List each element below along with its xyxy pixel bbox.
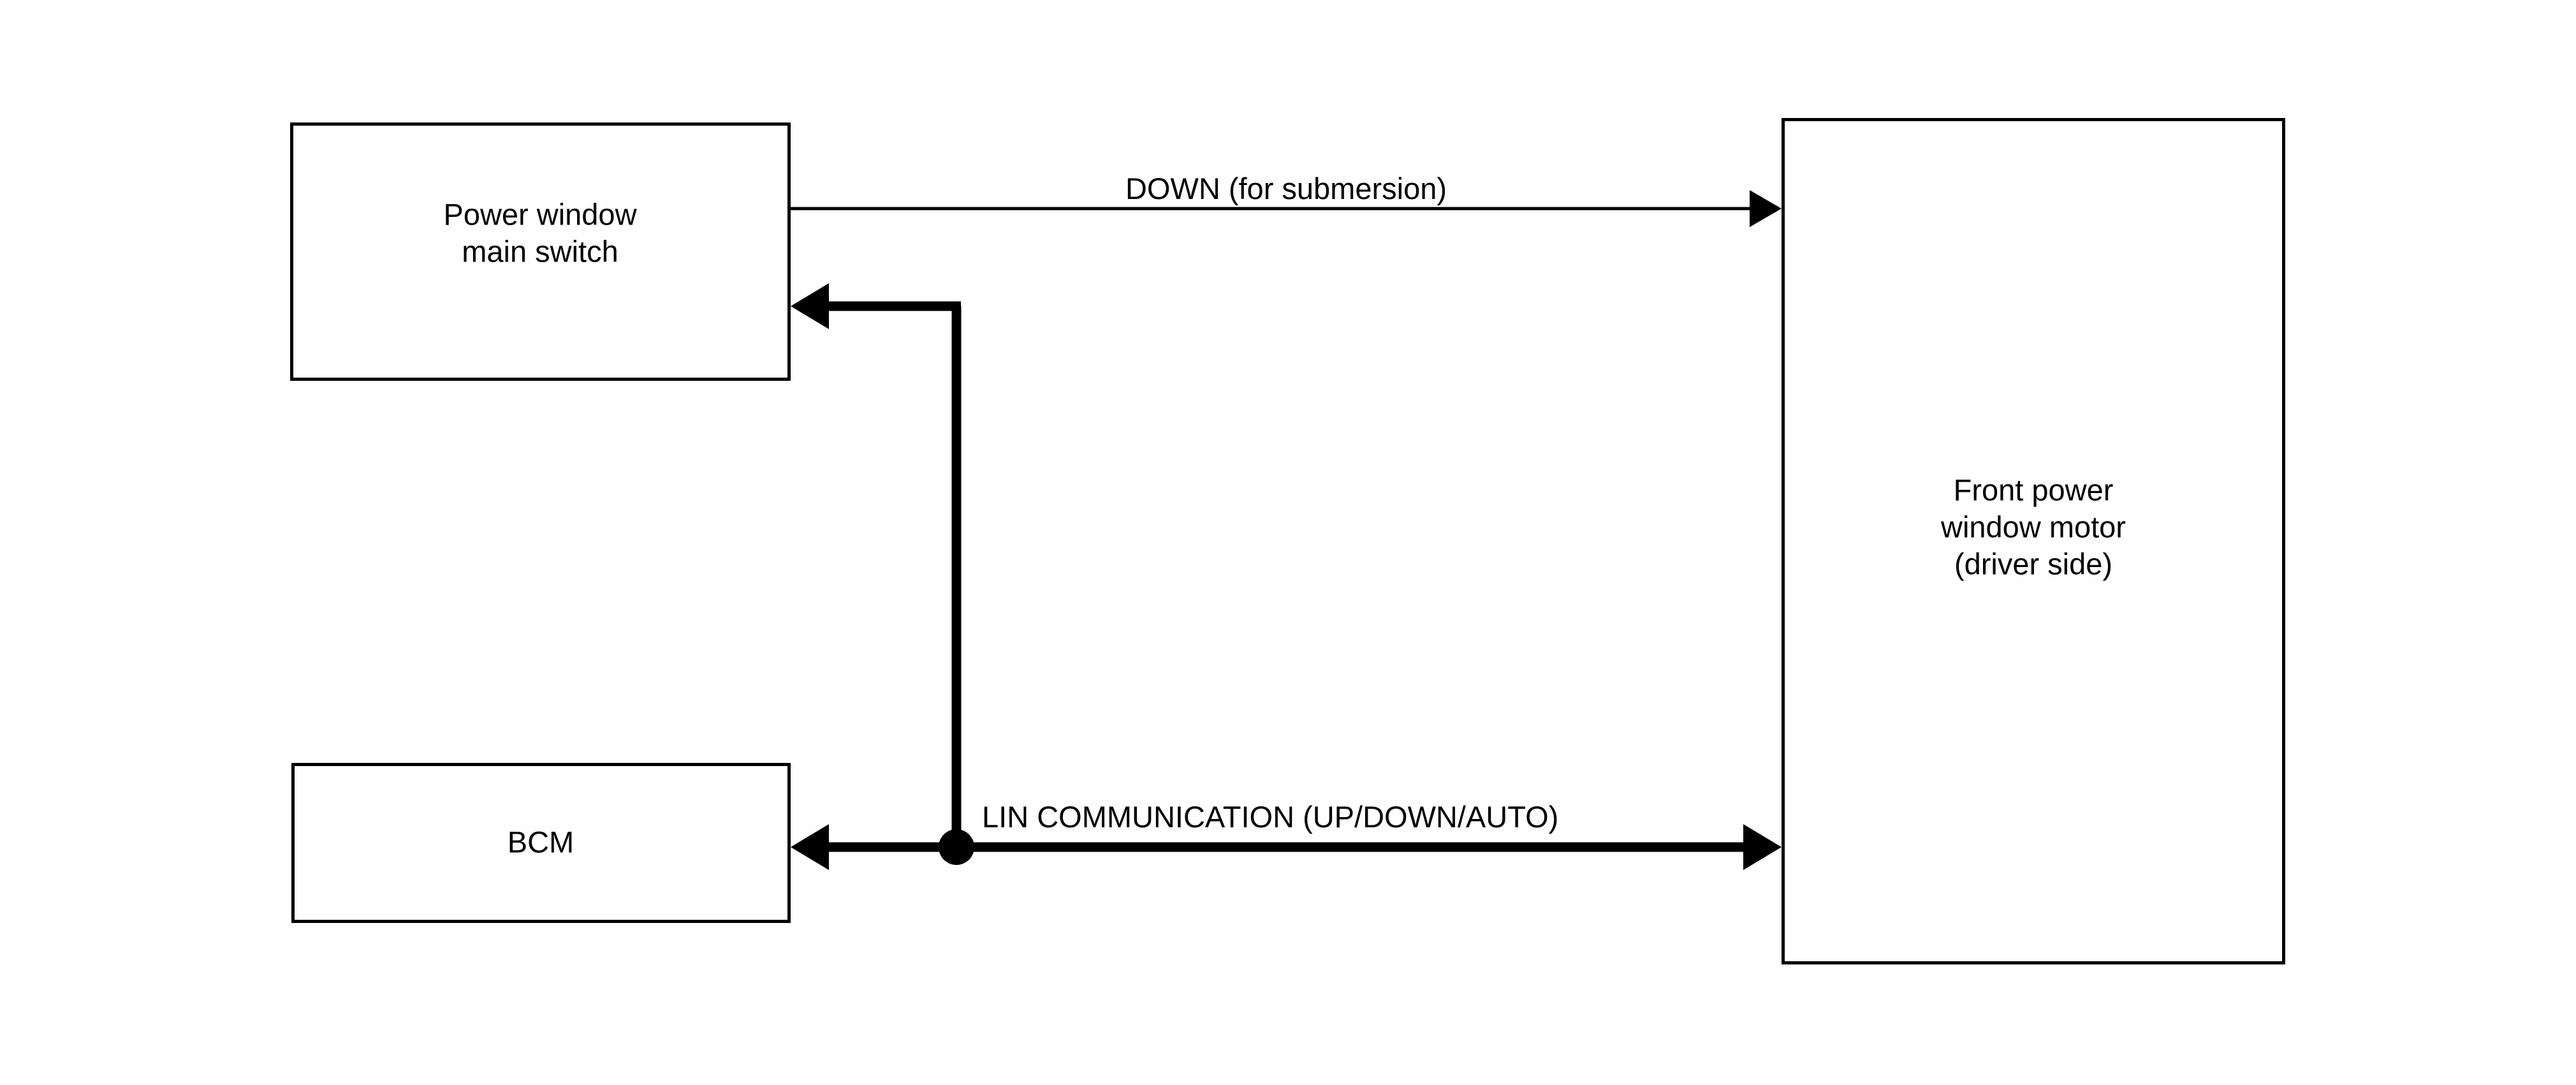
lin-branch-arrowhead-left [791, 283, 829, 329]
power-window-main-switch-label-line1: Power window [443, 197, 637, 231]
bcm-label: BCM [508, 825, 574, 859]
lin-communication-label: LIN COMMUNICATION (UP/DOWN/AUTO) [982, 800, 1558, 834]
connection-lin-branch-to-main-switch[interactable] [791, 283, 962, 852]
connection-down-submersion[interactable]: DOWN (for submersion) [791, 172, 1782, 227]
bcm-box [291, 763, 791, 923]
lin-junction-dot [939, 829, 974, 865]
block-bcm[interactable]: BCM [291, 763, 791, 923]
front-power-window-motor-label-line1: Front power [1954, 473, 2114, 506]
power-window-main-switch-label-line2: main switch [462, 234, 618, 268]
lin-communication-arrowhead-right [1743, 824, 1782, 870]
down-submersion-label: DOWN (for submersion) [1125, 172, 1447, 205]
power-window-main-switch-box [290, 122, 791, 381]
lin-communication-arrowhead-left [791, 824, 829, 870]
block-front-power-window-motor[interactable]: Front power window motor (driver side) [1782, 118, 2285, 964]
front-power-window-motor-label-line3: (driver side) [1954, 547, 2112, 580]
down-submersion-arrowhead-right [1750, 190, 1782, 227]
front-power-window-motor-box [1782, 118, 2285, 964]
block-power-window-main-switch[interactable]: Power window main switch [290, 122, 791, 381]
front-power-window-motor-label-line2: window motor [1940, 510, 2126, 543]
connection-lin-communication[interactable]: LIN COMMUNICATION (UP/DOWN/AUTO) [791, 800, 1782, 870]
